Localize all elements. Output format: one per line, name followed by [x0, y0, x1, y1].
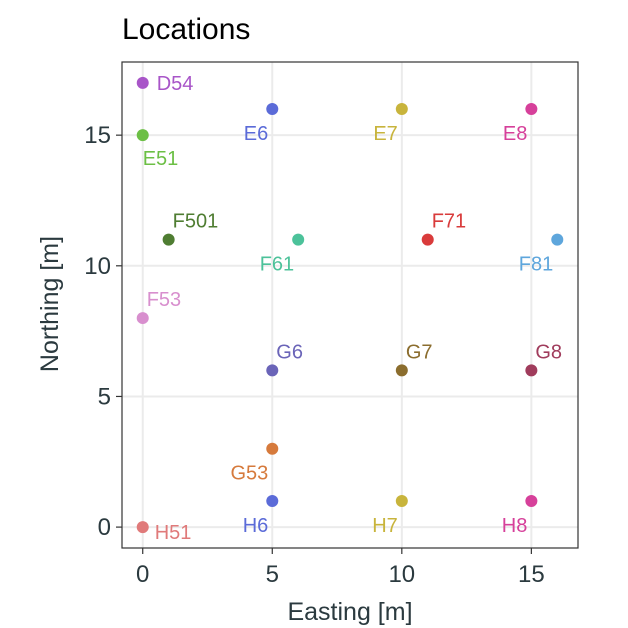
axis-ticks: 0 5 10 15 0 5 10 15	[84, 122, 544, 588]
point-label: G53	[230, 463, 268, 485]
point-label: G6	[276, 341, 303, 363]
point-label: G7	[406, 341, 433, 363]
data-point	[136, 76, 149, 89]
data-point	[525, 103, 538, 116]
x-tick-label: 15	[518, 561, 545, 588]
x-tick-label: 0	[136, 561, 149, 588]
point-label: H7	[372, 515, 398, 537]
plot-frame	[121, 61, 579, 549]
data-point	[395, 364, 408, 377]
point-label: H8	[502, 515, 528, 537]
point-label: E6	[244, 123, 268, 145]
data-point	[525, 364, 538, 377]
data-point	[136, 521, 149, 534]
data-point	[266, 103, 279, 116]
point-label: E7	[373, 123, 397, 145]
y-tick-label: 5	[98, 383, 111, 410]
x-tick-label: 5	[266, 561, 279, 588]
chart-title: Locations	[122, 13, 250, 46]
point-label: F61	[260, 254, 294, 276]
point-label: F53	[147, 289, 181, 311]
grid-lines	[122, 62, 578, 548]
x-axis-title: Easting [m]	[287, 598, 412, 626]
data-point	[292, 233, 305, 246]
data-point	[395, 494, 408, 507]
y-axis-title: Northing [m]	[36, 236, 64, 372]
data-point	[266, 364, 279, 377]
point-label: F71	[432, 211, 466, 233]
point-label: H6	[243, 515, 269, 537]
y-tick-label: 0	[98, 514, 111, 541]
point-label: F501	[173, 211, 219, 233]
y-tick-label: 15	[84, 122, 111, 149]
data-point	[266, 442, 279, 455]
point-label: D54	[157, 73, 194, 95]
point-label: H51	[155, 522, 192, 544]
point-label: E8	[503, 123, 527, 145]
data-point	[551, 233, 564, 246]
y-tick-label: 10	[84, 253, 111, 280]
data-point	[395, 103, 408, 116]
data-point	[136, 129, 149, 142]
data-point	[421, 233, 434, 246]
data-point	[266, 494, 279, 507]
data-point	[525, 494, 538, 507]
data-points	[136, 76, 564, 534]
data-point	[162, 233, 175, 246]
x-tick-label: 10	[388, 561, 415, 588]
data-point	[136, 312, 149, 325]
point-label: F81	[519, 254, 553, 276]
point-label: E51	[143, 148, 179, 170]
point-label: G8	[535, 341, 562, 363]
